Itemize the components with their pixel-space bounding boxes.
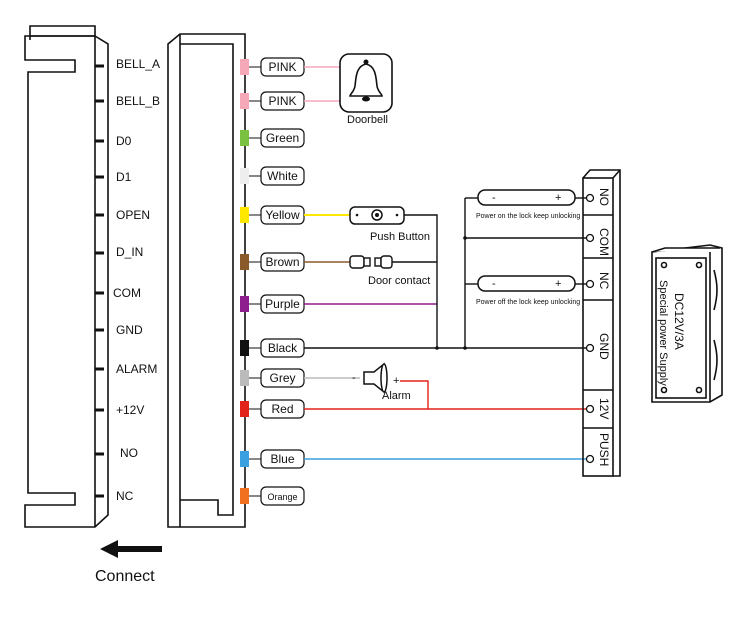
wire-color-tab — [240, 296, 249, 312]
terminal-label: 12V — [597, 398, 611, 419]
pin-label: BELL_A — [116, 57, 160, 71]
wires — [304, 66, 590, 460]
pin-label: D0 — [116, 134, 132, 148]
wire-color-tab — [240, 340, 249, 356]
wire-red-alarm — [304, 380, 429, 410]
wire-label: Brown — [265, 255, 299, 269]
doorbell-label: Doorbell — [347, 114, 388, 126]
pin-tick — [95, 452, 104, 456]
lock-on-caption: Power on the lock keep unlocking — [476, 213, 580, 220]
pin-label: NC — [116, 489, 134, 503]
pin-tick — [95, 251, 104, 255]
alarm-label: Alarm — [382, 390, 411, 402]
wire-label: Red — [271, 402, 293, 416]
pin-ticks — [95, 64, 104, 498]
doorbell-device: Doorbell — [339, 53, 393, 126]
wire-label: Purple — [265, 297, 300, 311]
pin-label: D_IN — [116, 245, 143, 259]
terminal-screws — [585, 193, 595, 464]
pin-label: NO — [120, 446, 138, 460]
pin-tick — [95, 175, 104, 179]
wire-label: White — [267, 169, 298, 183]
terminal-label: GND — [597, 333, 611, 360]
lock-unlock-off: - + Power off the lock keep unlocking — [476, 275, 580, 306]
wire-color-tab — [240, 488, 249, 504]
connect-arrow-icon — [100, 540, 162, 558]
wire-label: Black — [268, 341, 298, 355]
wire-color-tab — [240, 93, 249, 109]
push-button-label: Push Button — [370, 231, 430, 243]
pin-tick — [95, 99, 104, 103]
wire-label: Yellow — [265, 208, 300, 222]
wire-lock-com — [464, 237, 590, 348]
wire-label: PINK — [268, 60, 296, 74]
wire-label: Orange — [267, 492, 297, 502]
connect-label: Connect — [95, 568, 155, 585]
alarm-plus: + — [393, 375, 399, 387]
connector-block — [167, 33, 246, 528]
wire-label: Green — [266, 131, 299, 145]
wire-color-tab — [240, 168, 249, 184]
pin-tick — [95, 213, 104, 217]
bell-icon — [349, 63, 383, 97]
wire-label: Blue — [270, 452, 294, 466]
pin-tick — [95, 494, 104, 498]
wire-label: PINK — [268, 94, 296, 108]
wire-color-tab — [240, 130, 249, 146]
terminal-label: NO — [597, 188, 611, 206]
pin-tick — [95, 328, 104, 332]
lock-plus: + — [555, 192, 561, 204]
push-button-device: Push Button — [349, 206, 430, 243]
power-supply-sublabel: Special power Supply — [657, 280, 669, 386]
pin-label: COM — [113, 286, 141, 300]
pin-label: +12V — [116, 403, 144, 417]
pin-label: ALARM — [116, 362, 157, 376]
junction-dots — [435, 236, 467, 350]
alarm-device: - + Alarm — [352, 362, 411, 402]
pin-label: GND — [116, 323, 143, 337]
pin-tick — [95, 139, 104, 143]
pin-tick — [95, 64, 104, 68]
lock-unlock-on: - + Power on the lock keep unlocking — [476, 189, 580, 220]
pin-label: OPEN — [116, 208, 150, 222]
lock-off-caption: Power off the lock keep unlocking — [476, 299, 580, 306]
terminal-block — [582, 169, 621, 477]
pin-tick — [95, 367, 104, 371]
wire-color-tab — [240, 59, 249, 75]
wire-label-box — [260, 166, 305, 186]
pin-tick — [95, 408, 104, 412]
power-supply — [651, 244, 723, 403]
wire-color-tab — [240, 207, 249, 223]
wire-color-tab — [240, 451, 249, 467]
wire-color-tab — [240, 370, 249, 386]
pin-tick — [95, 291, 104, 295]
wire-color-tabs — [240, 59, 249, 504]
lock-minus: - — [492, 192, 496, 204]
wire-push-return — [404, 214, 438, 348]
wire-labels: PINK PINK GreenWhiteYellowBrownPurpleBlack… — [249, 57, 305, 506]
terminal-label: PUSH — [597, 433, 611, 466]
lock-minus: - — [492, 278, 496, 290]
alarm-minus: - — [352, 372, 356, 384]
pin-label: D1 — [116, 170, 132, 184]
pin-label: BELL_B — [116, 94, 160, 108]
wire-label-box — [260, 128, 305, 148]
lock-plus: + — [555, 278, 561, 290]
power-supply-label: DC12V/3A — [672, 293, 686, 350]
wire-label-box — [260, 486, 305, 506]
reader-unit — [24, 25, 109, 528]
terminal-label: COM — [597, 228, 611, 256]
door-contact-device: Door contact — [349, 255, 430, 287]
wire-color-tab — [240, 401, 249, 417]
wire-label: Grey — [269, 371, 295, 385]
wire-color-tab — [240, 254, 249, 270]
door-contact-label: Door contact — [368, 275, 430, 287]
terminal-label: NC — [597, 272, 611, 290]
